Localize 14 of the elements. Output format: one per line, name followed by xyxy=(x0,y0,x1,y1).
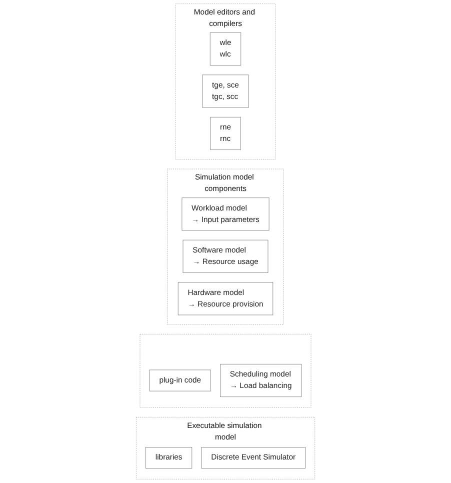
node-box xyxy=(182,198,270,231)
node-box xyxy=(201,447,306,469)
node-box xyxy=(220,364,302,398)
node-box xyxy=(210,32,242,66)
cluster xyxy=(140,334,312,408)
node-box xyxy=(210,116,241,150)
cluster xyxy=(136,416,316,480)
cluster xyxy=(167,168,284,325)
node-box xyxy=(182,240,268,273)
node-box xyxy=(149,370,211,392)
node-box xyxy=(178,282,274,316)
cluster xyxy=(175,4,276,160)
node-box xyxy=(202,74,249,108)
node-box xyxy=(146,447,192,469)
